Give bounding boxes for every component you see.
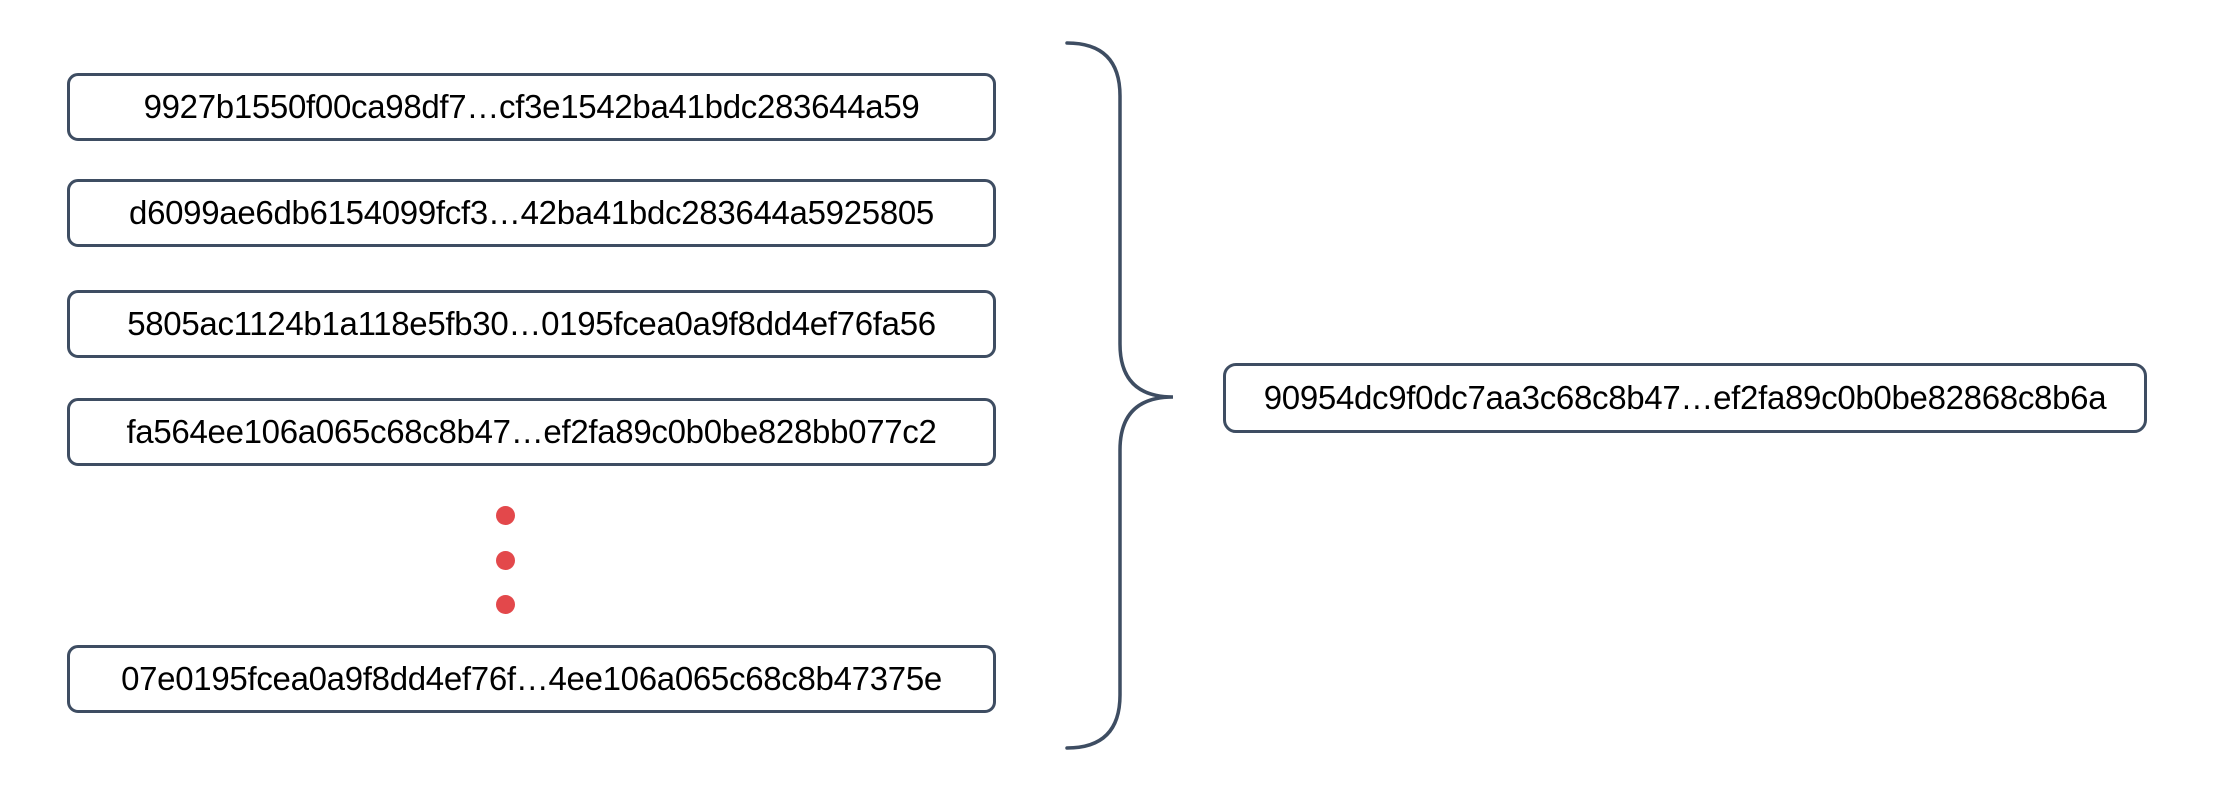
hash-box-1: 9927b1550f00ca98df7…cf3e1542ba41bdc28364… [67, 73, 996, 141]
hash-box-2: d6099ae6db6154099fcf3…42ba41bdc283644a59… [67, 179, 996, 247]
hash-text-3: 5805ac1124b1a118e5fb30…0195fcea0a9f8dd4e… [127, 305, 936, 342]
hash-text-2: d6099ae6db6154099fcf3…42ba41bdc283644a59… [129, 194, 934, 231]
hash-text-1: 9927b1550f00ca98df7…cf3e1542ba41bdc28364… [143, 88, 920, 125]
hash-text-5: 07e0195fcea0a9f8dd4ef76f…4ee106a065c68c8… [121, 660, 942, 697]
ellipsis-dot-3 [496, 595, 515, 614]
hash-box-3: 5805ac1124b1a118e5fb30…0195fcea0a9f8dd4e… [67, 290, 996, 358]
ellipsis-dot-1 [496, 506, 515, 525]
result-hash-box: 90954dc9f0dc7aa3c68c8b47…ef2fa89c0b0be82… [1223, 363, 2147, 433]
hash-box-5: 07e0195fcea0a9f8dd4ef76f…4ee106a065c68c8… [67, 645, 996, 713]
curly-brace [1065, 41, 1174, 750]
ellipsis-dot-2 [496, 551, 515, 570]
hash-box-4: fa564ee106a065c68c8b47…ef2fa89c0b0be828b… [67, 398, 996, 466]
result-hash-text: 90954dc9f0dc7aa3c68c8b47…ef2fa89c0b0be82… [1263, 379, 2107, 416]
hash-text-4: fa564ee106a065c68c8b47…ef2fa89c0b0be828b… [126, 413, 937, 450]
